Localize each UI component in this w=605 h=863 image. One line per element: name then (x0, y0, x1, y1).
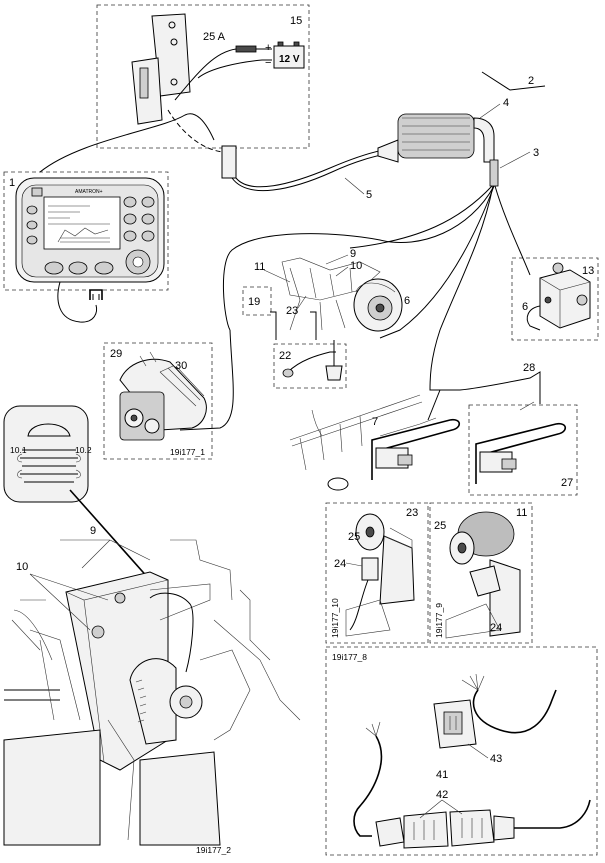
detail-box-sensor-23 (325, 502, 429, 644)
terminal-brand: AMATRON+ (75, 189, 103, 195)
image-code-9: 19i177_9 (434, 603, 444, 638)
brace-2 (481, 71, 546, 91)
callout-4: 4 (503, 97, 509, 109)
battery-plus-sign: + (265, 42, 271, 54)
callout-5: 5 (366, 189, 372, 201)
track-marker-27 (475, 401, 567, 484)
track-marker-7 (371, 417, 461, 480)
harrow-tine-frame (289, 394, 423, 491)
harness-branches-3 (179, 159, 531, 431)
leader-10-bottom (29, 573, 109, 631)
battery-voltage-label: 12 V (279, 54, 300, 65)
harness-sleeve-4 (377, 113, 495, 163)
callout-7: 7 (372, 416, 378, 428)
callout-6-valve: 6 (522, 301, 528, 313)
power-bracket (131, 13, 191, 125)
cable-to-7 (427, 389, 441, 421)
callout-6-center: 6 (404, 295, 410, 307)
image-code-10: 19i177_10 (330, 598, 340, 638)
callout-10-1: 10.1 (10, 445, 27, 455)
callout-23-top: 23 (286, 305, 298, 317)
softkey-grid-right (123, 196, 155, 242)
plug-connector-5 (221, 145, 395, 191)
image-code-8: 19i177_8 (332, 652, 367, 662)
callout-25-left: 25 (348, 531, 360, 543)
image-code-2: 19i177_2 (196, 845, 231, 855)
toothed-segment (129, 658, 177, 745)
callout-28: 28 (523, 362, 535, 374)
gearbox-assembly (270, 257, 403, 340)
cable-left (353, 735, 383, 837)
terminal-cable (57, 281, 98, 323)
callout-29: 29 (110, 348, 122, 360)
detail-box-27 (468, 404, 578, 496)
cable-terminal-to-bracket (39, 113, 215, 173)
detail-box-connector (325, 646, 598, 856)
callout-11-detail: 11 (516, 507, 527, 519)
hydraulic-valve (526, 262, 591, 331)
detail-box-valve (511, 257, 599, 341)
sensor-22 (282, 340, 343, 381)
callout-22: 22 (279, 350, 291, 362)
sensor-assembly-23 (345, 513, 415, 637)
detail-box-terminal (3, 171, 169, 291)
callout-10-2: 10.2 (75, 445, 92, 455)
callout-19: 19 (248, 296, 260, 308)
leader-9-bottom (60, 539, 151, 569)
image-code-1: 19i177_1 (170, 447, 205, 457)
detail-box-sensor-22 (273, 343, 347, 389)
detail-box-sensor-11 (429, 502, 533, 644)
callout-30: 30 (175, 360, 187, 372)
callout-1: 1 (9, 177, 15, 189)
fuse-icon (174, 45, 272, 101)
callout-13: 13 (582, 265, 594, 277)
detail-box-19 (242, 286, 272, 316)
callout-41: 41 (436, 769, 448, 781)
detail-box-power-supply (96, 4, 310, 149)
cable-with-connector-43 (433, 673, 557, 749)
battery-minus-sign: − (265, 57, 271, 69)
inline-connector-pair (375, 799, 591, 849)
fuse-rating-label: 25 A (203, 31, 226, 43)
callout-10-bottom: 10 (16, 561, 28, 573)
gearbox-main-view (3, 539, 301, 846)
cable-28 (459, 371, 541, 404)
callout-24-left: 24 (334, 558, 346, 570)
function-keys-bottom (44, 249, 151, 275)
sensor-assembly-11 (445, 511, 521, 639)
callout-3: 3 (533, 147, 539, 159)
actuator-motor (119, 351, 207, 441)
battery-icon (197, 41, 305, 79)
callout-27: 27 (561, 477, 573, 489)
softkey-column-left (26, 205, 38, 245)
callout-25-right: 25 (434, 520, 446, 532)
power-icon (31, 187, 43, 197)
callout-15: 15 (290, 15, 302, 27)
callout-9-top: 9 (350, 248, 356, 260)
callout-11-top: 11 (254, 261, 265, 273)
callout-43: 43 (490, 753, 502, 765)
bellows-inset (3, 405, 89, 503)
callout-10-top: 10 (350, 260, 362, 272)
inset-arrow (69, 489, 151, 581)
callout-2: 2 (528, 75, 534, 87)
control-terminal: AMATRON+ (15, 177, 165, 283)
leader-42 (419, 799, 463, 819)
callout-23-detail: 23 (406, 507, 418, 519)
connector-plug-icon (89, 289, 103, 300)
callout-24-right: 24 (490, 622, 502, 634)
terminal-screen (43, 196, 121, 250)
callout-42: 42 (436, 789, 448, 801)
cable-dashed (167, 109, 225, 153)
callout-9-bottom: 9 (90, 525, 96, 537)
